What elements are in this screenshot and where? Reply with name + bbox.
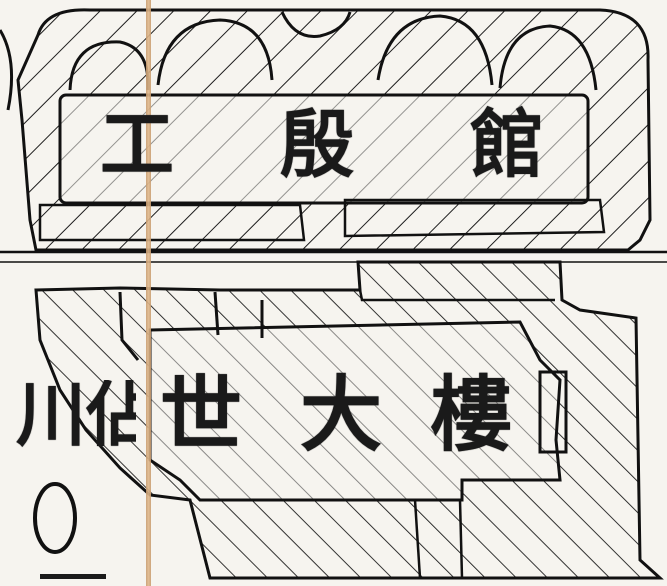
notch-4 [358,289,555,302]
bottom-char-2: 大 [300,367,383,463]
top-char-2: 殷 [280,102,354,188]
footer-mark [40,574,106,579]
binding-strip [146,0,151,586]
top-char-3: 館 [470,102,544,188]
top-lower-strip [38,203,306,242]
top-arch-3 [280,11,352,38]
left-edge-arc [0,29,14,111]
bottom-char-1: 世 [160,367,243,463]
right-bracket [538,370,568,454]
top-label-panel [58,93,590,205]
top-arch-4 [376,14,494,86]
bottom-char-3: 樓 [430,367,513,463]
partition-2 [458,499,464,579]
top-char-1: 工 [100,102,174,188]
partition-1 [413,499,422,579]
top-arch-2 [156,18,274,86]
top-arch-5 [498,24,598,91]
notch-2 [213,291,220,336]
oval-marker [33,482,77,554]
bottom-label-panel [148,320,562,502]
top-lower-strip-right [343,198,606,238]
notch-1 [118,291,140,361]
left-fragment-label: 川佔 [16,380,136,450]
